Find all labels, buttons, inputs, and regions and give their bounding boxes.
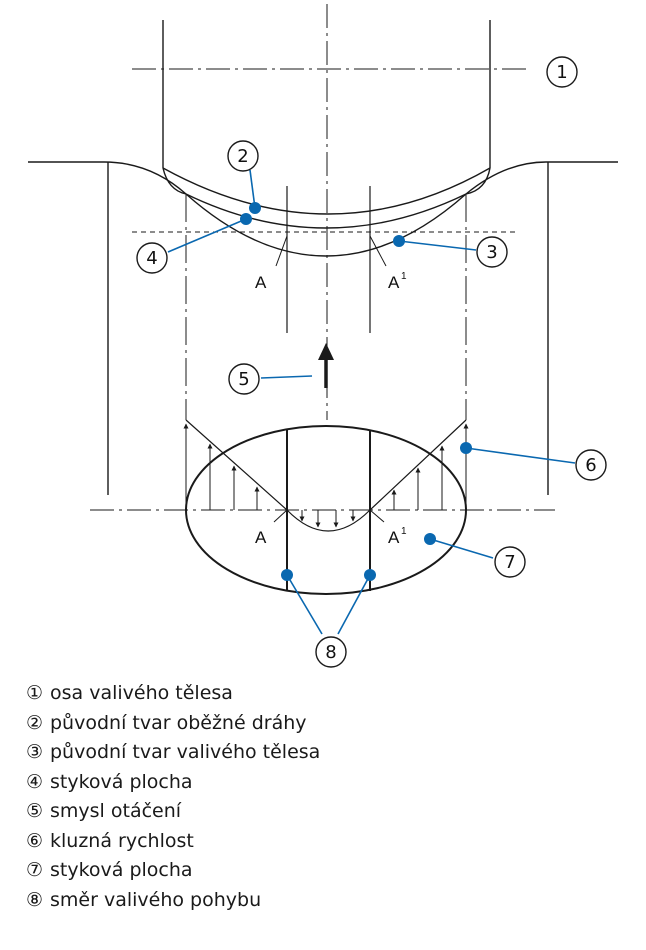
marker-1: 1 [546, 56, 578, 88]
marker-2-label: 2 [237, 146, 248, 167]
point-a1-upper: A [388, 273, 400, 292]
marker-7: 7 [494, 546, 526, 578]
legend-item-2-text: původní tvar oběžné dráhy [50, 711, 307, 734]
legend: ① osa valivého tělesa ② původní tvar oběžn… [26, 679, 320, 915]
legend-item-1-text: osa valivého tělesa [50, 682, 233, 704]
legend-item-3-number: ③ [26, 741, 44, 763]
legend-item-4: ④ styková plocha [26, 768, 320, 798]
upper-point-lines [286, 186, 371, 333]
marker-1-label: 1 [556, 62, 567, 83]
legend-item-4-text: styková plocha [50, 770, 193, 793]
legend-item-7-text: styková plocha [50, 859, 193, 881]
raceway [28, 161, 618, 495]
legend-item-6-number: ⑥ [26, 829, 44, 852]
point-a1-lower-sup: 1 [401, 526, 407, 537]
legend-item-4-number: ④ [26, 770, 44, 793]
marker-3-label: 3 [486, 242, 497, 263]
callout-dots [240, 202, 472, 581]
rolling-body [162, 20, 491, 195]
sliding-velocity-arrows [183, 423, 469, 528]
point-a-lower: A [255, 528, 267, 547]
legend-item-3-text: původní tvar valivého tělesa [50, 741, 321, 763]
marker-2: 2 [227, 140, 259, 172]
legend-item-6: ⑥ kluzná rychlost [26, 827, 320, 857]
legend-item-1-number: ① [26, 682, 44, 704]
rolling-body-arc [162, 167, 491, 215]
legend-item-5: ⑤ smysl otáčení [26, 797, 320, 827]
rotation-arrow [318, 343, 334, 388]
contact-diagram: A A 1 A A 1 1 2 3 [28, 4, 618, 668]
original-raceway-shape [185, 193, 467, 229]
point-a-lower-leaders [273, 509, 385, 523]
legend-item-7: ⑦ styková plocha [26, 856, 320, 886]
legend-item-3: ③ původní tvar valivého tělesa [26, 738, 320, 768]
marker-3: 3 [476, 236, 508, 268]
legend-item-5-number: ⑤ [26, 800, 44, 822]
point-a-upper: A [255, 273, 267, 292]
marker-8-label: 8 [325, 642, 336, 663]
legend-item-2: ② původní tvar oběžné dráhy [26, 709, 320, 739]
legend-item-8-number: ⑧ [26, 888, 44, 911]
legend-item-8: ⑧ směr valivého pohybu [26, 886, 320, 916]
point-a-upper-leaders [275, 235, 387, 267]
legend-item-2-number: ② [26, 711, 44, 734]
point-a1-upper-sup: 1 [401, 271, 407, 282]
legend-item-7-number: ⑦ [26, 859, 44, 881]
point-a1-lower: A [388, 528, 400, 547]
marker-6: 6 [575, 449, 607, 481]
projection-lines [107, 178, 467, 495]
legend-item-5-text: smysl otáčení [50, 800, 182, 822]
marker-4-label: 4 [146, 248, 157, 269]
marker-5: 5 [228, 363, 260, 395]
marker-7-label: 7 [504, 552, 515, 573]
original-rolling-body-shape [185, 193, 467, 257]
callout-leaders [167, 169, 576, 635]
marker-6-label: 6 [585, 455, 596, 476]
legend-item-6-text: kluzná rychlost [50, 829, 194, 852]
marker-8: 8 [315, 636, 347, 668]
legend-item-1: ① osa valivého tělesa [26, 679, 320, 709]
marker-4: 4 [136, 242, 168, 274]
marker-5-label: 5 [238, 369, 249, 390]
sliding-velocity-curve [185, 419, 467, 532]
legend-item-8-text: směr valivého pohybu [50, 888, 262, 911]
